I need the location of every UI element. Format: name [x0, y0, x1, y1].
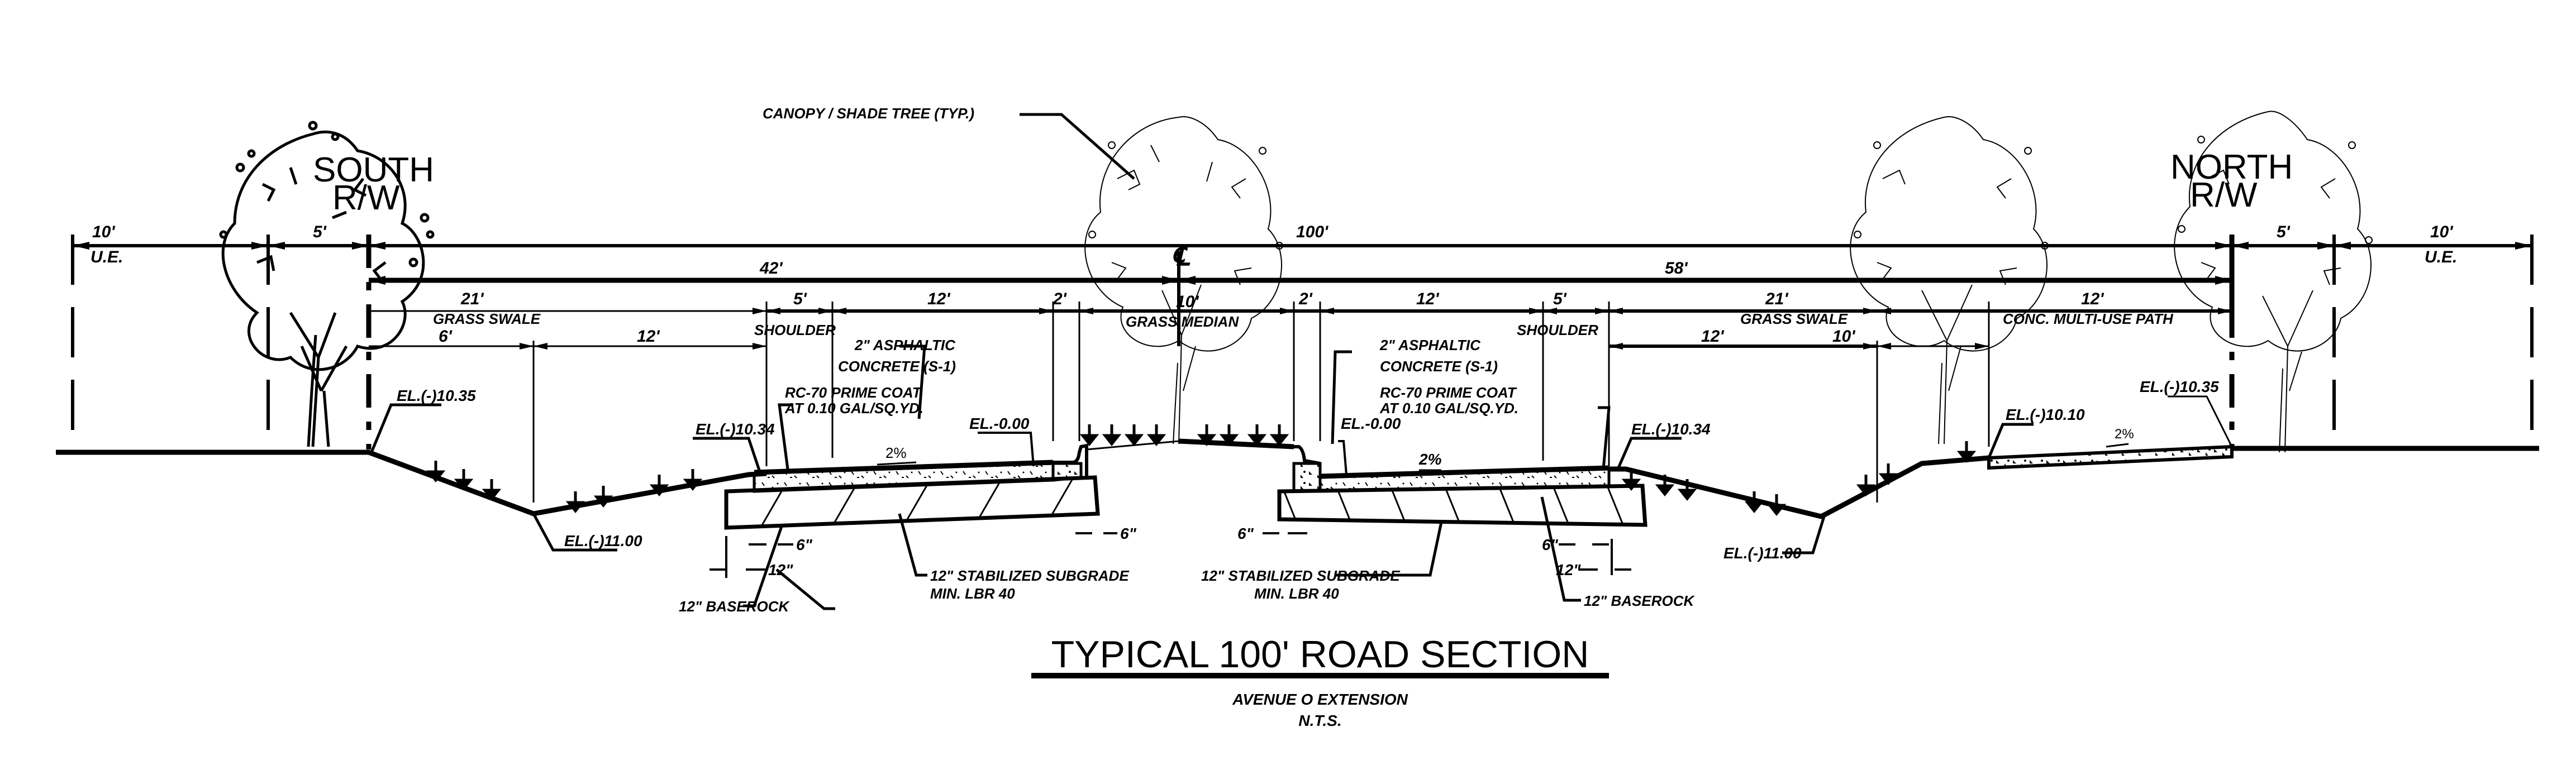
elev-left-crown: EL.-0.00	[969, 415, 1030, 432]
dim-21ft-left: 21'	[460, 290, 484, 308]
dim-row-half-widths	[369, 246, 2235, 346]
dim-12ft-lane-left: 12'	[927, 290, 950, 308]
dim-12ft-right-swale: 12'	[1701, 327, 1724, 346]
elev-path-low: EL.(-)10.10	[2006, 406, 2085, 423]
dim-ue-right-note: U.E.	[2425, 248, 2457, 266]
labels: SOUTH R/W NORTH R/W CANOPY / SHADE TREE …	[91, 105, 2457, 729]
slope-path: 2%	[2115, 427, 2134, 442]
dim-row-elements	[369, 308, 2232, 314]
dim-5ft-shoulder-right: 5'	[1553, 290, 1567, 308]
callout-subgrade-right-2: MIN. LBR 40	[1254, 585, 1339, 602]
tree-north-row	[2174, 111, 2373, 453]
dim-6ft-left: 6'	[439, 327, 453, 346]
grass-arrows	[426, 424, 1977, 516]
base-offset-6in-left-a: 6"	[796, 536, 813, 553]
dim-5ft-left: 5'	[313, 223, 327, 241]
elev-left-shoulder: EL.(-)10.34	[696, 420, 775, 438]
base-offset-6in-left-b: 6"	[1120, 525, 1137, 542]
elev-right-crown: EL.-0.00	[1341, 415, 1401, 432]
callout-baserock-right: 12" BASEROCK	[1584, 592, 1695, 609]
callout-prime-1: RC-70 PRIME COAT	[785, 384, 922, 401]
north-row-label-1: NORTH	[2170, 148, 2293, 186]
callout-asphalt-2-right: CONCRETE (S-1)	[1380, 358, 1498, 375]
label-multi-use-path: CONC. MULTI-USE PATH	[2003, 310, 2174, 327]
drawing-title: TYPICAL 100' ROAD SECTION	[1051, 633, 1589, 676]
slope-left-lane: 2%	[885, 444, 907, 461]
pavement-right	[1277, 445, 1648, 527]
drawing-subtitle: AVENUE O EXTENSION	[1232, 691, 1408, 708]
base-offset-12in-right: 12"	[1556, 561, 1581, 578]
dim-ue-left-note: U.E.	[91, 248, 123, 266]
multi-use-path	[1987, 444, 2234, 470]
dim-ue-left: 10'	[92, 223, 115, 241]
pavement-left	[724, 438, 1294, 530]
base-offset-dims	[710, 532, 1631, 578]
dim-10ft-median: 10'	[1176, 293, 1199, 311]
dim-42ft: 42'	[759, 259, 783, 278]
callout-asphalt-1: 2" ASPHALTIC	[854, 337, 956, 353]
extension-lines	[532, 302, 1990, 503]
label-grass-median: GRASS MEDIAN	[1126, 313, 1239, 330]
elev-right-swale-bottom: EL.(-)11.00	[1723, 544, 1802, 562]
dim-100ft: 100'	[1296, 223, 1329, 241]
callout-asphalt-2: CONCRETE (S-1)	[838, 358, 956, 375]
dim-21ft-right: 21'	[1765, 290, 1788, 308]
base-offset-6in-right-b: 6"	[1542, 536, 1559, 553]
dim-2ft-left: 2'	[1053, 290, 1067, 308]
scale-note: N.T.S.	[1298, 712, 1341, 729]
dim-10ft-right-swale: 10'	[1832, 327, 1855, 346]
dim-5ft-shoulder-left: 5'	[793, 290, 807, 308]
south-row-label-1: SOUTH	[313, 151, 434, 189]
dim-row-top	[73, 242, 2532, 250]
leader-lines	[370, 113, 2233, 610]
label-grass-swale-right: GRASS SWALE	[1740, 310, 1848, 327]
base-offset-6in-right-a: 6"	[1237, 525, 1254, 542]
callout-prime-2-right: AT 0.10 GAL/SQ.YD.	[1379, 400, 1518, 417]
centerline-symbol: ℄	[1172, 242, 1191, 271]
callout-subgrade-left-2: MIN. LBR 40	[930, 585, 1015, 602]
dim-12ft-lane-right: 12'	[1416, 290, 1439, 308]
dim-12ft-path: 12'	[2081, 290, 2104, 308]
elev-right-row: EL.(-)10.35	[2140, 378, 2219, 395]
elev-right-shoulder: EL.(-)10.34	[1631, 420, 1711, 438]
north-row-label-2: R/W	[2190, 176, 2258, 214]
label-shoulder-left: SHOULDER	[754, 322, 836, 338]
callout-prime-1-right: RC-70 PRIME COAT	[1380, 384, 1517, 401]
dim-12ft-left-swale: 12'	[637, 327, 660, 346]
dim-58ft: 58'	[1665, 259, 1688, 278]
dim-ue-right: 10'	[2430, 223, 2453, 241]
slope-arrows	[877, 443, 2129, 471]
callout-subgrade-right-1: 12" STABILIZED SUBGRADE	[1201, 567, 1400, 584]
elev-left-row: EL.(-)10.35	[397, 387, 476, 404]
slope-right-lane: 2%	[1418, 451, 1442, 468]
dim-5ft-right: 5'	[2277, 223, 2291, 241]
canopy-tree-label: CANOPY / SHADE TREE (TYP.)	[763, 105, 974, 122]
label-shoulder-right: SHOULDER	[1517, 322, 1598, 338]
south-row-label-2: R/W	[332, 179, 400, 217]
elev-left-swale-bottom: EL.(-)11.00	[564, 532, 642, 549]
tree-south-row	[219, 121, 435, 447]
dim-2ft-right: 2'	[1298, 290, 1313, 308]
callout-asphalt-1-right: 2" ASPHALTIC	[1379, 337, 1481, 353]
callout-baserock-left: 12" BASEROCK	[679, 598, 790, 615]
callout-prime-2: AT 0.10 GAL/SQ.YD.	[784, 400, 923, 417]
callout-subgrade-left-1: 12" STABILIZED SUBGRADE	[930, 567, 1129, 584]
label-grass-swale-left: GRASS SWALE	[433, 310, 541, 327]
base-offset-12in-left: 12"	[768, 561, 793, 578]
dim-row-sub	[369, 343, 1989, 350]
